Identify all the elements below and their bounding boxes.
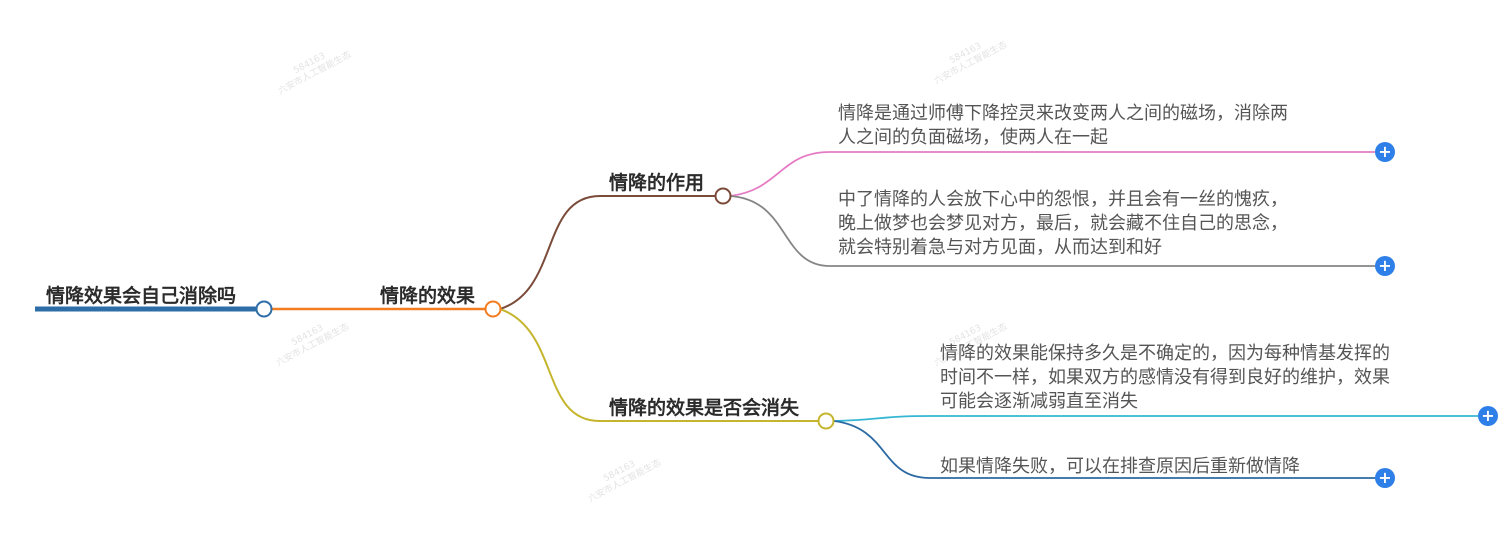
leaf-line: 晚上做梦也会梦见对方，最后，就会藏不住自己的思念， (838, 213, 1288, 234)
expand-plus-icon[interactable]: + (1375, 142, 1395, 162)
leaf-node[interactable]: 如果情降失败，可以在排查原因后重新做情降 (940, 455, 1300, 479)
expand-plus-icon[interactable]: + (1375, 256, 1395, 276)
leaf-node[interactable]: 中了情降的人会放下心中的怨恨，并且会有一丝的愧疚， 晚上做梦也会梦见对方，最后，… (838, 188, 1288, 260)
edge-level1-to-effect (499, 195, 716, 310)
leaf-line: 情降的效果能保持多久是不确定的，因为每种情基发挥的 (940, 343, 1390, 364)
edge-disappear-to-leaf1 (833, 415, 1478, 422)
leaf-line: 时间不一样，如果双方的感情没有得到良好的维护，效果 (940, 367, 1390, 388)
root-toggle-circle-icon[interactable] (255, 300, 273, 318)
edge-level1-to-disappear (499, 308, 818, 422)
leaf-node[interactable]: 情降的效果能保持多久是不确定的，因为每种情基发挥的 时间不一样，如果双方的感情没… (940, 342, 1390, 414)
expand-plus-icon[interactable]: + (1375, 468, 1395, 488)
edge-disappear-to-leaf2 (833, 420, 1375, 479)
leaf-line: 人之间的负面磁场，使两人在一起 (838, 127, 1108, 148)
edge-effect-to-leaf1 (729, 151, 1375, 197)
leaf-node[interactable]: 情降是通过师傅下降控灵来改变两人之间的磁场，消除两 人之间的负面磁场，使两人在一… (838, 102, 1288, 150)
leaf-line: 就会特别着急与对方见面，从而达到和好 (838, 237, 1162, 258)
disappear-toggle-circle-icon[interactable] (817, 412, 835, 430)
edge-effect-to-leaf2 (729, 195, 1375, 267)
leaf-line: 可能会逐渐减弱直至消失 (940, 391, 1138, 412)
leaf-line: 中了情降的人会放下心中的怨恨，并且会有一丝的愧疚， (838, 189, 1288, 210)
level1-toggle-circle-icon[interactable] (484, 300, 502, 318)
leaf-line: 情降是通过师傅下降控灵来改变两人之间的磁场，消除两 (838, 103, 1288, 124)
branch-node-disappear[interactable]: 情降的效果是否会消失 (609, 397, 800, 419)
branch-node-effect[interactable]: 情降的作用 (609, 172, 705, 194)
level1-node[interactable]: 情降的效果 (380, 285, 476, 307)
leaf-line: 如果情降失败，可以在排查原因后重新做情降 (940, 456, 1300, 477)
expand-plus-icon[interactable]: + (1478, 406, 1498, 426)
effect-toggle-circle-icon[interactable] (714, 187, 732, 205)
root-node[interactable]: 情降效果会自己消除吗 (46, 285, 237, 307)
